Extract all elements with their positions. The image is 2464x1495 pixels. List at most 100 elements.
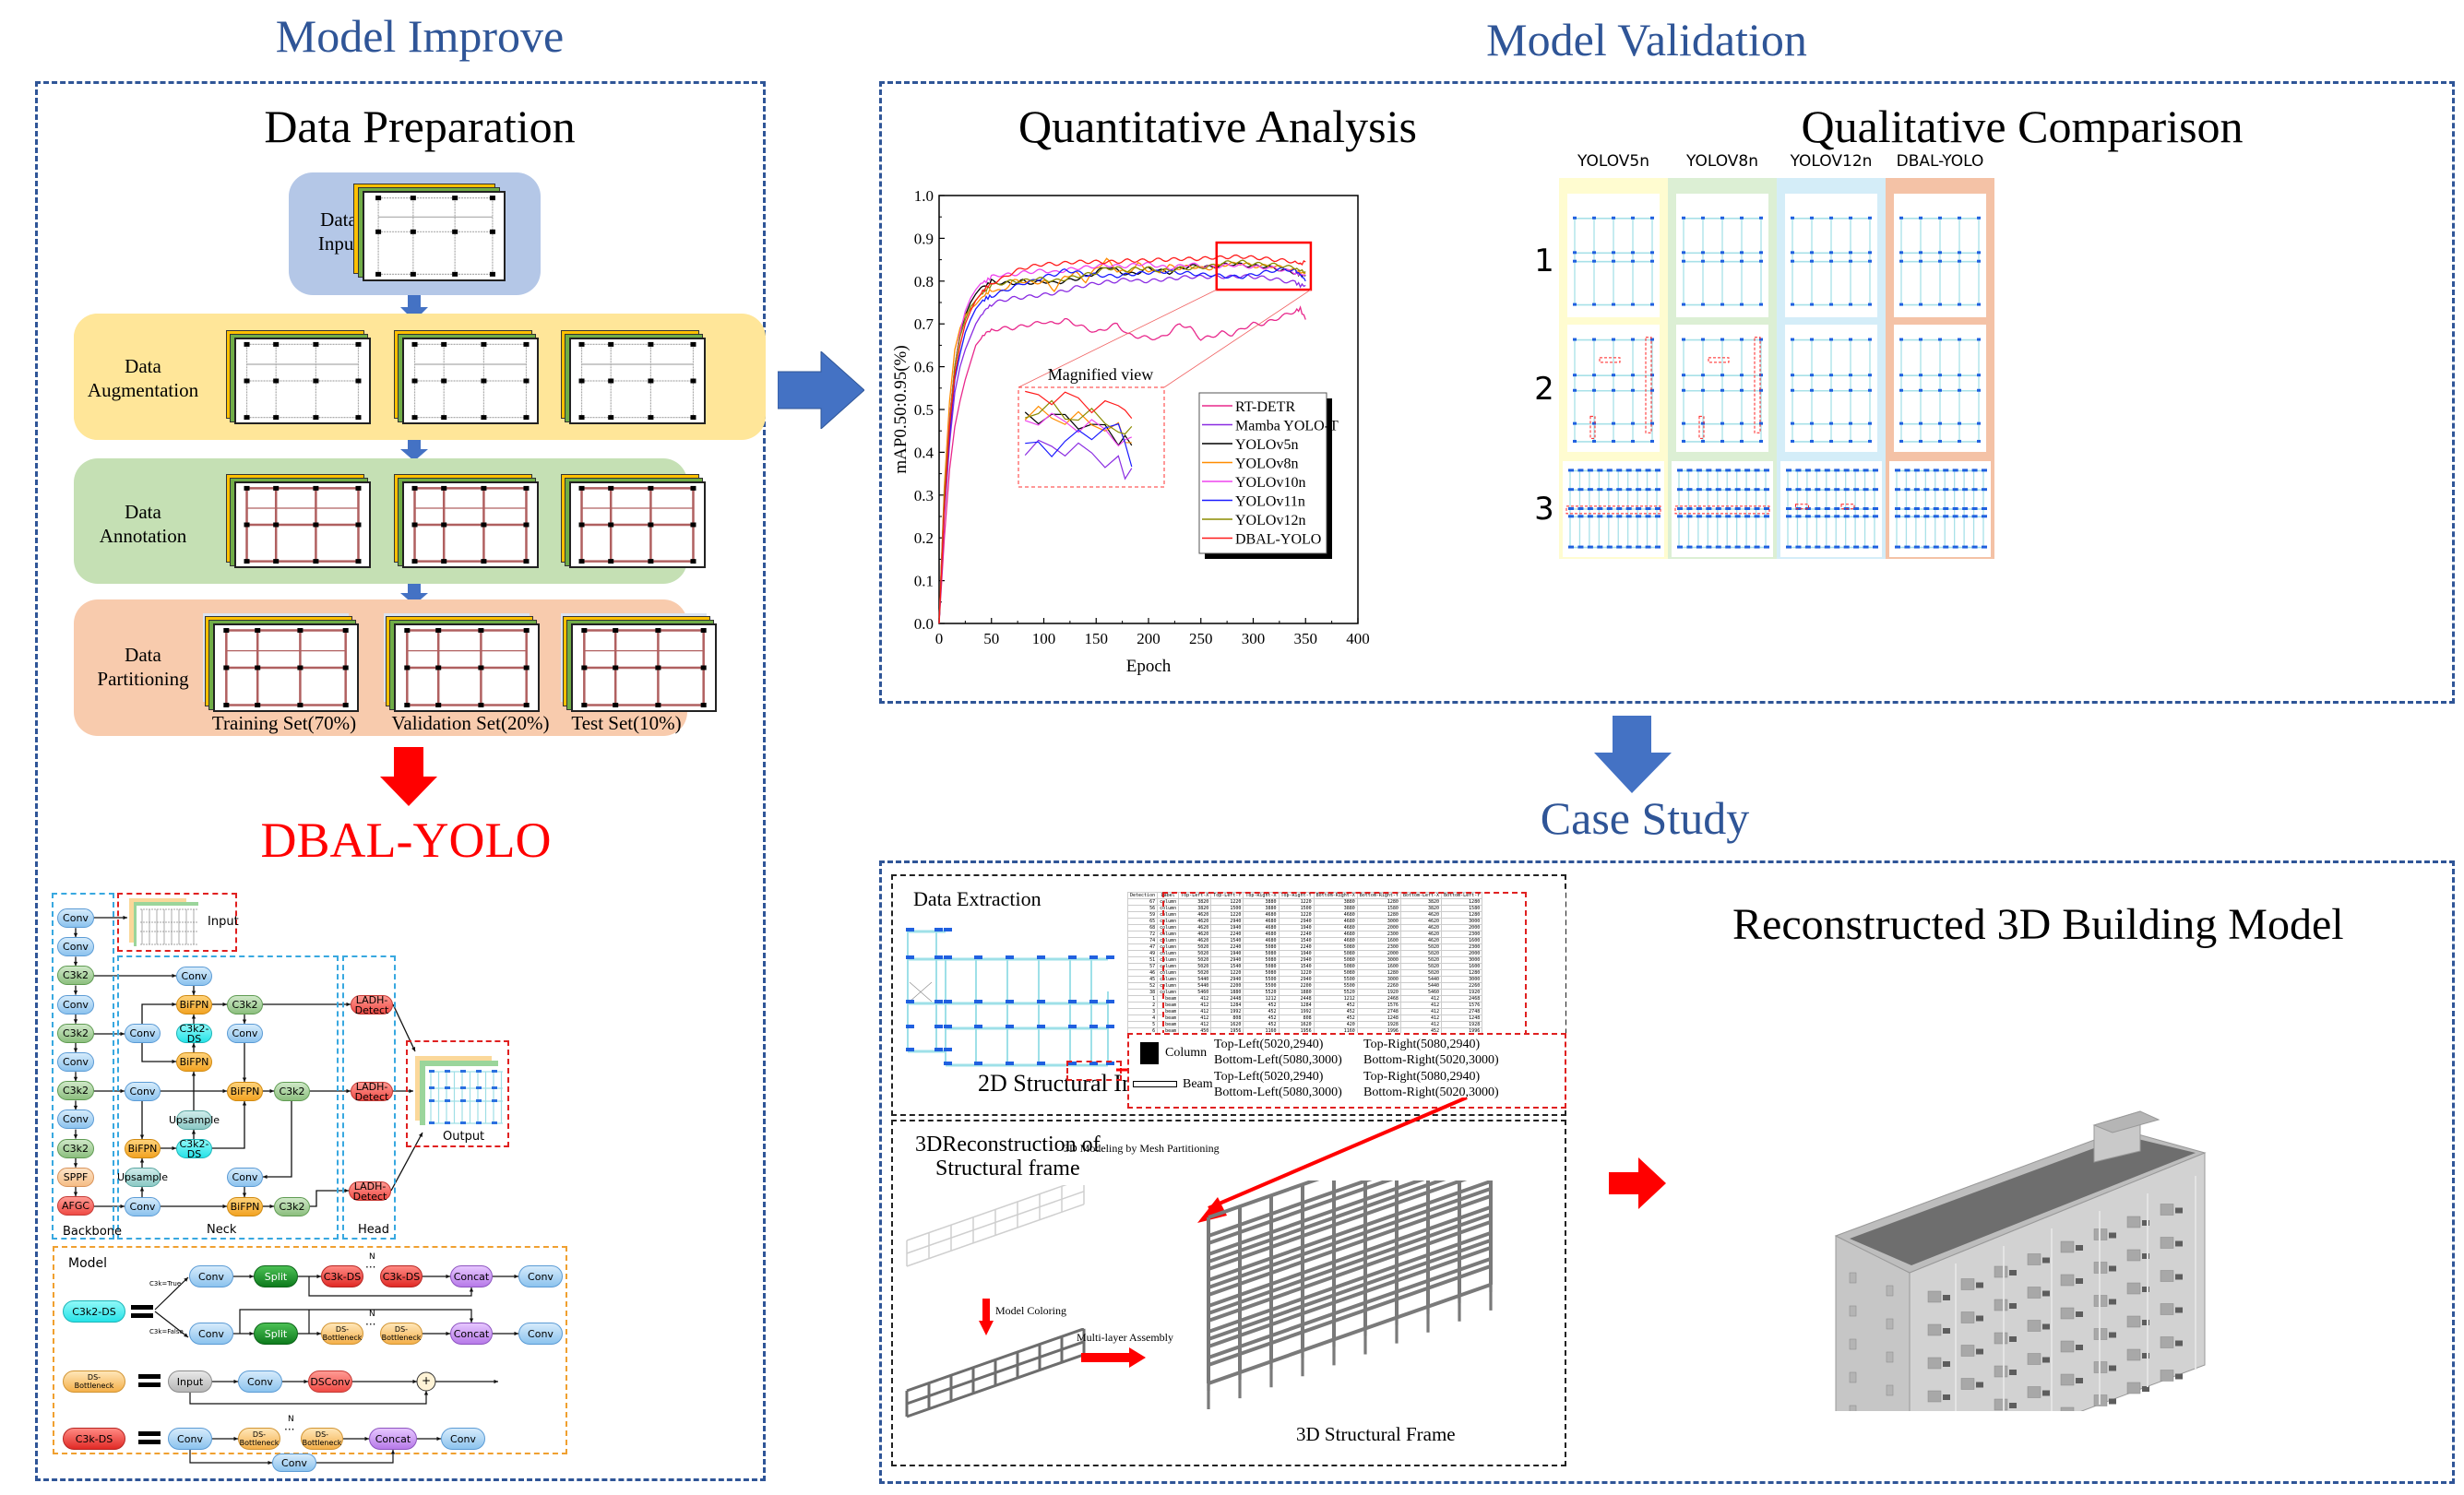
building-window-dark (1976, 1315, 1983, 1322)
table-cell: 74 (1127, 937, 1159, 944)
series-line-mamba-yolo-t (938, 274, 1306, 624)
building-window (1849, 1371, 1857, 1383)
detection-box (1089, 1062, 1098, 1065)
module-node-ds-bottleneck: DS- Bottleneck (380, 1323, 423, 1345)
mesh-partitioning-label: 3D Modeling by Mesh Partitioning (1064, 1142, 1220, 1155)
floorplan-thumbnail (402, 481, 539, 568)
zoom-connector (1163, 289, 1312, 388)
data-preparation-title: Data Preparation (264, 101, 576, 152)
building-window (1960, 1345, 1975, 1357)
y-tick-label: 0.0 (914, 615, 934, 633)
floorplan-thumbnail (213, 623, 359, 712)
x-tick-label: 100 (1032, 630, 1056, 647)
stage-label: Data Partitioning (74, 643, 212, 691)
building-window (2160, 1303, 2174, 1315)
beam-top-right: Top-Right(5080,2940) (1363, 1070, 1481, 1084)
detection-box (944, 1048, 952, 1051)
building-window (2060, 1406, 2075, 1411)
arrowhead (346, 1002, 351, 1007)
table-cell: 68 (1127, 924, 1159, 931)
stage-label-line2: Input (317, 232, 360, 255)
detection-box (1068, 1000, 1077, 1003)
neck-upsample: Upsample (169, 1110, 220, 1130)
input-group (117, 893, 237, 952)
arrowhead (233, 1379, 238, 1384)
x-tick-label: 400 (1346, 630, 1370, 647)
module-node-conv: Conv (441, 1428, 485, 1450)
building-window (1994, 1299, 2008, 1311)
red-right-arrow-icon (1609, 1157, 1666, 1209)
neck-conv: Conv (176, 967, 212, 986)
coordinate-legend (1127, 1033, 1566, 1109)
inset-series-line (1025, 412, 1132, 447)
building-window (2027, 1253, 2041, 1265)
input-image (137, 906, 201, 948)
reconstruction-title-line2: Structural frame (935, 1157, 1080, 1181)
module-node-ds-bottleneck: DS- Bottleneck (301, 1428, 343, 1450)
connector (239, 1309, 472, 1334)
building-window (2160, 1270, 2174, 1282)
backbone-node-conv: Conv (57, 937, 94, 957)
building-window (1994, 1332, 2008, 1345)
building-window-dark (2076, 1278, 2083, 1284)
building-window (1927, 1323, 1942, 1336)
building-window (2027, 1353, 2041, 1365)
error-highlight (1645, 337, 1652, 433)
building-window (1849, 1272, 1857, 1284)
building-window (2060, 1340, 2075, 1353)
output-image (425, 1066, 506, 1129)
stage-label-line2: Partitioning (97, 668, 189, 690)
structural-2d-image (904, 922, 1144, 1070)
module-node-conv: Conv (189, 1323, 233, 1345)
arrowhead (139, 1134, 145, 1139)
frame-beam (1208, 1283, 1492, 1385)
inset-series-line (1024, 439, 1133, 481)
building-window-dark (2076, 1378, 2083, 1383)
building-tower-roof (2092, 1110, 2160, 1133)
building-window-dark (2142, 1386, 2149, 1392)
building-window (1927, 1290, 1942, 1303)
arrowhead (222, 1088, 227, 1094)
arrowhead (390, 1450, 396, 1454)
frame-beam (1208, 1181, 1425, 1256)
arrowhead (494, 1379, 498, 1384)
reconstruction-title-line1: 3DReconstruction of (915, 1133, 1101, 1157)
detection-box (906, 1025, 914, 1028)
detection-result-image (1785, 325, 1877, 452)
neck-label: Neck (207, 1223, 237, 1237)
arrowhead (269, 1204, 274, 1209)
module-node-conv: Conv (189, 1265, 233, 1287)
building-window-dark (1976, 1348, 1983, 1355)
module-ds-bottleneck: DS- Bottleneck (63, 1370, 125, 1393)
building-window (2126, 1282, 2141, 1295)
arrowhead (436, 1436, 441, 1442)
legend-label: RT-DETR (1235, 399, 1295, 415)
building-window (1886, 1351, 1894, 1363)
table-cell: 2 (1127, 1002, 1159, 1009)
legend-label: DBAL-YOLO (1235, 532, 1321, 548)
arrowhead (469, 1318, 474, 1323)
detection-result-image (1889, 461, 1991, 557)
building-window-dark (2009, 1303, 2017, 1309)
model-validation-title: Model Validation (1486, 14, 1807, 65)
arrowhead (73, 1134, 78, 1139)
legend-label: Mamba YOLO-T (1235, 419, 1339, 434)
floorplan-thumbnail (571, 623, 717, 712)
x-axis-label: Epoch (1126, 657, 1172, 676)
arrowhead (172, 1002, 176, 1007)
table-cell: 72 (1127, 931, 1159, 938)
table-header-cell: Detection (1127, 892, 1159, 899)
detection-box (1068, 1025, 1077, 1028)
building-window-dark (2042, 1257, 2050, 1264)
error-highlight (1589, 415, 1596, 439)
building-window (1886, 1318, 1894, 1330)
building-window (1994, 1265, 2008, 1278)
detection-result-image (1567, 194, 1660, 317)
beam-label: Beam (1183, 1077, 1213, 1091)
building-window (1960, 1278, 1975, 1290)
